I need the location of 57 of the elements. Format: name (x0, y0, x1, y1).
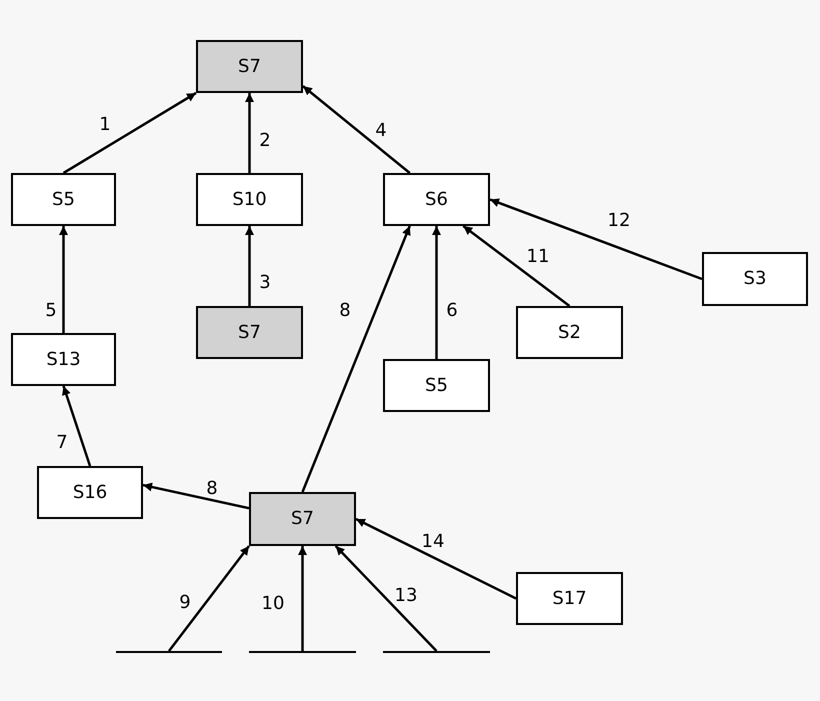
node-label: S5 (425, 376, 448, 394)
node-label: S7 (238, 58, 261, 76)
state-box (516, 572, 623, 625)
arrow (59, 226, 68, 333)
arrow (62, 92, 197, 174)
edge-label: 7 (56, 434, 68, 452)
edge-label: 5 (45, 302, 57, 320)
node-label: S16 (72, 484, 108, 502)
edge-label: 3 (259, 274, 271, 292)
edge-label: 4 (375, 122, 387, 140)
edge-label: 10 (262, 595, 284, 613)
node-label: S13 (46, 350, 81, 368)
arrow (245, 93, 254, 173)
state-box (516, 306, 623, 359)
edge-label: 2 (259, 132, 271, 150)
node-label: S17 (552, 590, 587, 608)
arrow (168, 545, 250, 652)
node-label: S6 (425, 190, 448, 208)
edge-label: 6 (446, 302, 458, 320)
edge-label: 13 (394, 587, 418, 605)
arrow (62, 386, 92, 466)
node-label: S7 (238, 324, 261, 342)
edge-label: 8 (206, 480, 218, 498)
edge-label: 12 (608, 212, 630, 230)
state-box (11, 173, 116, 226)
state-box (11, 333, 116, 386)
state-box (196, 173, 303, 226)
node-label: S7 (291, 510, 314, 528)
highlighted-box (249, 492, 356, 546)
arrow (298, 546, 307, 651)
node-label: S3 (744, 270, 766, 288)
state-box (37, 466, 143, 519)
node-label: S5 (52, 190, 75, 208)
arrow (334, 545, 438, 652)
highlighted-box (196, 306, 303, 359)
ground-line (383, 651, 490, 653)
arrow (302, 85, 411, 174)
state-box (383, 173, 490, 226)
node-label: S10 (232, 190, 267, 208)
arrow (432, 226, 441, 359)
arrow (355, 518, 517, 600)
state-box (383, 359, 490, 412)
node-label: S2 (558, 324, 581, 342)
arrow (245, 226, 254, 306)
arrow (142, 482, 250, 510)
arrow (490, 198, 702, 280)
highlighted-box (196, 40, 303, 93)
edge-label: 1 (99, 116, 111, 134)
state-box (702, 252, 808, 306)
edge-label: 8 (339, 302, 351, 320)
edge-label: 14 (422, 533, 444, 551)
edge-label: 11 (526, 248, 550, 266)
edge-label: 9 (179, 594, 191, 612)
ground-line (116, 651, 222, 653)
arrow (301, 226, 411, 492)
ground-line (249, 651, 356, 653)
arrow (462, 225, 570, 307)
